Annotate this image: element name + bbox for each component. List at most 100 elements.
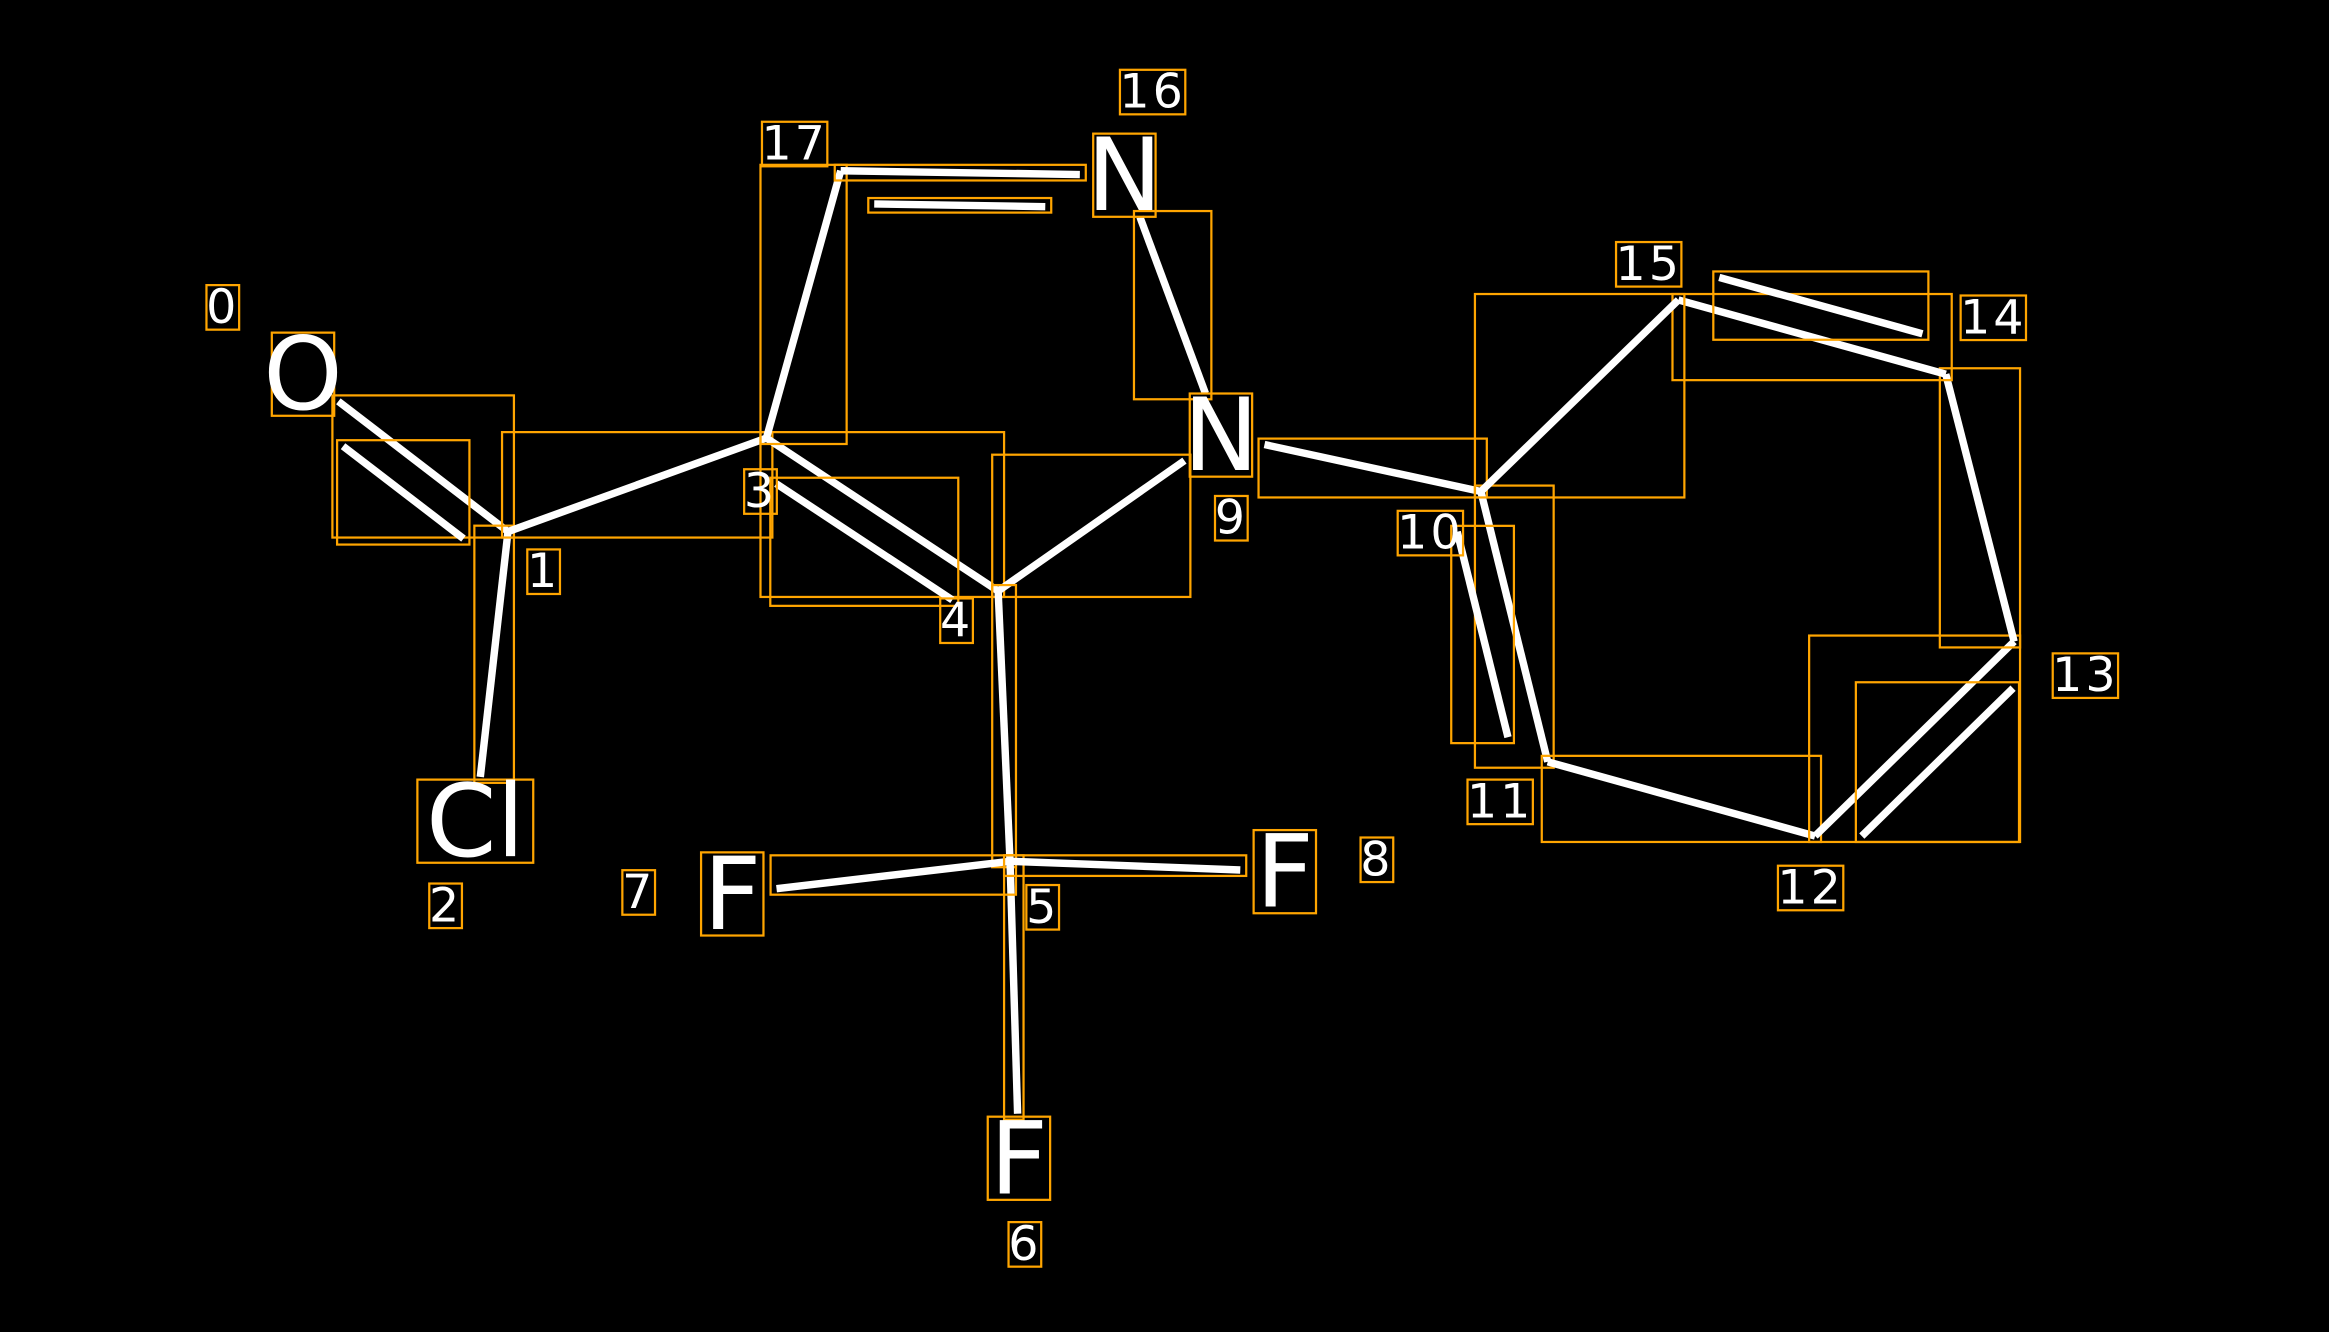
- bond-line: [1942, 373, 2018, 643]
- atom-index-bbox: [1776, 864, 1845, 912]
- bond-bbox: [1002, 854, 1248, 878]
- bond-bbox: [759, 163, 848, 446]
- bond-5-8: [1002, 854, 1248, 878]
- bond-4-5: [991, 583, 1018, 869]
- atom-index-bbox: [428, 882, 464, 930]
- bond-15-10: [1473, 292, 1686, 499]
- atom-symbol-bbox: [1188, 392, 1254, 478]
- bond-line: [1009, 857, 1241, 874]
- bond-line: [1006, 861, 1022, 1114]
- bond-11-12: [1540, 754, 1823, 844]
- atom-index-label: 9: [1215, 491, 1248, 546]
- atom-symbol: F: [703, 835, 761, 953]
- bond-line: [1263, 440, 1482, 496]
- atom-symbol-bbox: [416, 778, 535, 864]
- bond-17-16: [833, 163, 1087, 214]
- bond-bbox: [991, 453, 1192, 599]
- bond-line-second: [340, 443, 466, 542]
- bond-line: [1812, 638, 2017, 839]
- atom-3: 3: [743, 464, 778, 519]
- atom-index-bbox: [1213, 494, 1249, 542]
- bond-line: [1478, 297, 1682, 495]
- atom-4: 4: [939, 593, 975, 648]
- atom-1: 1: [526, 544, 562, 599]
- bond-line: [1136, 215, 1209, 395]
- atom-index-bbox: [1118, 68, 1187, 116]
- atom-2: Cl2: [416, 762, 535, 933]
- bond-line: [994, 590, 1014, 862]
- bond-line: [1546, 758, 1817, 840]
- bond-bbox: [1450, 524, 1516, 745]
- bond-3-17: [759, 163, 848, 446]
- bond-bbox: [335, 439, 471, 546]
- atom-index-bbox: [939, 597, 975, 645]
- bond-bbox: [1938, 367, 2022, 649]
- bond-line: [336, 398, 511, 535]
- bond-line: [996, 457, 1187, 595]
- bond-4-9: [991, 453, 1192, 599]
- atom-13: 13: [2051, 648, 2120, 703]
- atom-index-label: 5: [1026, 880, 1059, 935]
- bond-16-9: [1132, 209, 1213, 401]
- bond-line: [506, 434, 768, 536]
- atom-index-label: 13: [2052, 648, 2118, 703]
- atom-index-label: 1: [527, 544, 560, 599]
- bond-bbox: [1712, 270, 1930, 341]
- bond-bbox: [1540, 754, 1823, 844]
- atom-15: 15: [1614, 237, 1683, 292]
- atom-9: N9: [1183, 376, 1259, 546]
- bond-13-14: [1938, 367, 2022, 649]
- bond-line: [776, 857, 1011, 893]
- bond-bbox: [1473, 292, 1686, 499]
- atom-symbol: N: [1087, 116, 1163, 234]
- atom-index-bbox: [526, 548, 562, 596]
- atom-12: 12: [1776, 861, 1845, 916]
- atom-index-bbox: [2051, 652, 2120, 700]
- bond-bbox: [331, 394, 516, 539]
- atom-index-label: 3: [744, 464, 777, 519]
- bond-14-15: [1671, 270, 1953, 382]
- atom-symbol-bbox: [986, 1115, 1052, 1201]
- atom-index-label: 17: [761, 117, 827, 172]
- bond-line: [762, 169, 845, 440]
- atom-index-label: 2: [429, 878, 462, 933]
- atom-index-bbox: [1025, 883, 1061, 931]
- bond-bbox: [1257, 437, 1488, 499]
- bond-10-11: [1450, 484, 1555, 769]
- atom-17: 17: [760, 117, 829, 172]
- bond-bbox: [833, 163, 1087, 182]
- atom-index-bbox: [1614, 240, 1683, 288]
- atom-symbol-bbox: [1092, 132, 1157, 218]
- bond-bbox: [500, 431, 774, 539]
- atom-index-label: 11: [1467, 774, 1533, 829]
- atom-index-label: 7: [622, 865, 655, 920]
- atom-index-label: 6: [1008, 1217, 1041, 1272]
- atom-index-bbox: [743, 468, 778, 515]
- atom-index-bbox: [1959, 294, 2028, 342]
- bond-5-7: [769, 854, 1018, 896]
- bond-bbox: [769, 476, 960, 607]
- atom-10: 10: [1396, 506, 1465, 561]
- atom-index-bbox: [1007, 1221, 1043, 1268]
- bond-line-second: [1718, 273, 1924, 338]
- bond-3-4: [759, 431, 1006, 607]
- atom-index-label: 0: [206, 280, 239, 335]
- atom-index-bbox: [1466, 778, 1534, 826]
- bond-9-10: [1257, 437, 1488, 499]
- bond-line: [1677, 296, 1947, 378]
- bond-12-13: [1808, 634, 2022, 844]
- atom-index-bbox: [760, 120, 829, 168]
- bond-bbox: [1473, 484, 1555, 769]
- bond-line: [840, 167, 1080, 179]
- bond-bbox: [1854, 681, 2021, 844]
- bond-bbox: [1132, 209, 1213, 401]
- bonds-layer: [331, 163, 2022, 1121]
- bond-bbox: [1671, 292, 1953, 382]
- atom-index-label: 10: [1397, 506, 1463, 561]
- bond-bbox: [473, 524, 516, 784]
- atom-index-label: 16: [1119, 65, 1185, 120]
- atom-index-label: 12: [1777, 861, 1843, 916]
